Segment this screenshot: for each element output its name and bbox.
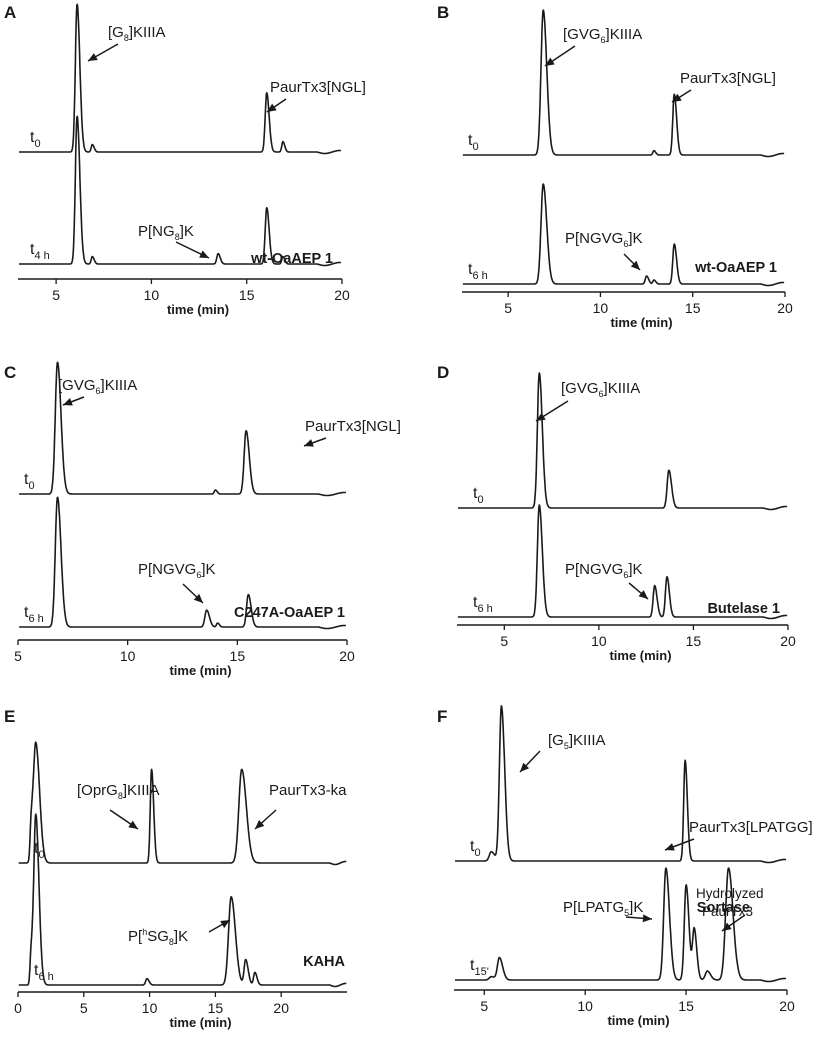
peak-label: PaurTx3[NGL] [680,70,776,87]
peak-label: Hydrolyzed [696,886,764,901]
trace-time-label: t6 h [34,962,54,983]
trace-time-label: t6 h [468,261,488,282]
panel-letter: A [4,3,16,22]
peak-label: [G5]KIIIA [548,732,606,751]
x-axis-label: time (min) [169,663,231,678]
chromatogram-trace-t0 [454,705,787,864]
peak-label: P[NGVG6]K [565,230,643,249]
x-tick-label: 5 [80,1000,88,1016]
x-tick-label: 20 [777,300,793,316]
chromatogram-trace-tend [18,813,347,988]
peak-label: P[NG8]K [138,223,194,242]
trace-time-label: t0 [470,838,481,859]
peak-label: PaurTx3[NGL] [270,79,366,96]
peak-label: [G8]KIIIA [108,24,166,43]
panel-b: Bt0 [GVG6]KIIIA PaurTx3[NGL] t6 h P[NGVG6]K w… [437,3,793,330]
chromatogram-trace-t0 [462,9,785,158]
x-tick-label: 10 [591,633,607,649]
panel-letter: B [437,3,449,22]
trace-time-label: t6 h [473,594,493,615]
chromatogram-trace-t0 [18,741,347,866]
panel-letter: F [437,707,447,726]
peak-label: [GVG6]KIIIA [561,380,640,399]
enzyme-label: wt-OaAEP 1 [250,251,333,267]
chromatogram-trace-t0 [18,3,342,155]
x-tick-label: 20 [780,633,796,649]
x-tick-label: 5 [504,300,512,316]
enzyme-label: Butelase 1 [707,601,780,617]
peak-label: PaurTx3[LPATGG] [689,819,813,836]
chromatogram-trace-tend [18,115,342,267]
peak-label: [OprG8]KIIIA [77,782,160,801]
panel-d: Dt0 [GVG6]KIIIA t6 h P[NGVG6]K Butelase 1 5 10… [437,363,796,663]
peak-label: [GVG6]KIIIA [563,26,642,45]
x-tick-label: 5 [14,648,22,664]
panel-letter: D [437,363,449,382]
enzyme-label: KAHA [303,954,345,970]
enzyme-label: wt-OaAEP 1 [694,260,777,276]
panel-letter: C [4,363,16,382]
x-axis-label: time (min) [169,1015,231,1030]
x-tick-label: 20 [339,648,355,664]
trace-time-label: t0 [473,485,484,506]
x-tick-label: 20 [273,1000,289,1016]
chromatogram-trace-tend [454,867,787,983]
chromatogram-trace-tend [457,504,788,620]
panel-a: At0 [G8]KIIIA PaurTx3[NGL] t4 h P[NG8]K wt-Oa… [4,3,366,317]
peak-label: PaurTx3-ka [269,782,347,799]
enzyme-label: Sortase [697,900,750,916]
trace-time-label: t15' [470,957,489,978]
x-tick-label: 15 [685,300,701,316]
x-axis-label: time (min) [610,315,672,330]
x-tick-label: 10 [144,287,160,303]
x-tick-label: 15 [230,648,246,664]
chromatogram-trace-tend [462,183,785,287]
trace-time-label: t6 h [24,604,44,625]
panel-f: Ft0 [G5]KIIIA PaurTx3[LPATGG] t15' P[LPATG5]… [437,705,813,1028]
x-tick-label: 15 [208,1000,224,1016]
peak-label: P[hSG8]K [128,927,188,947]
peak-label: P[NGVG6]K [565,561,643,580]
x-tick-label: 20 [779,998,795,1014]
x-tick-label: 15 [678,998,694,1014]
panel-letter: E [4,707,15,726]
trace-time-label: t0 [30,129,41,150]
x-axis-label: time (min) [167,302,229,317]
x-tick-label: 5 [480,998,488,1014]
panel-e: Et0 [OprG8]KIIIA PaurTx3-ka t6 h P[hSG8]K KAH… [4,707,347,1030]
peak-label: PaurTx3[NGL] [305,418,401,435]
trace-time-label: t0 [34,840,45,861]
peak-label: PaurTx3 [702,904,753,919]
peak-label: P[NGVG6]K [138,561,216,580]
x-tick-label: 5 [500,633,508,649]
x-tick-label: 20 [334,287,350,303]
peak-label: P[LPATG5]K [563,899,643,918]
x-tick-label: 15 [686,633,702,649]
x-tick-label: 0 [14,1000,22,1016]
x-tick-label: 10 [120,648,136,664]
chromatogram-trace-tend [18,496,347,630]
x-tick-label: 10 [577,998,593,1014]
x-axis-label: time (min) [609,648,671,663]
enzyme-label: C247A-OaAEP 1 [234,605,345,621]
trace-time-label: t0 [24,471,35,492]
x-tick-label: 5 [52,287,60,303]
chromatogram-trace-t0 [18,361,347,497]
trace-time-label: t0 [468,132,479,153]
x-axis-label: time (min) [607,1013,669,1028]
peak-label: [GVG6]KIIIA [58,377,137,396]
x-tick-label: 10 [142,1000,158,1016]
trace-time-label: t4 h [30,241,50,262]
x-tick-label: 10 [593,300,609,316]
panel-c: Ct0 [GVG6]KIIIA PaurTx3[NGL] t6 h P[NGVG6]K C… [4,361,401,678]
chromatogram-trace-t0 [457,372,788,511]
x-tick-label: 15 [239,287,255,303]
